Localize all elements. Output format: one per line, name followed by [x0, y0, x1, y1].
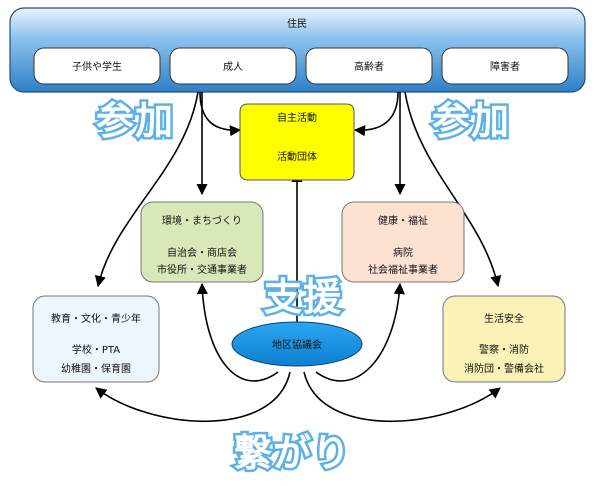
health-org-2: 社会福祉事業者 — [368, 263, 438, 276]
resident-group-label: 成人 — [223, 61, 243, 73]
arrow-adults-to-self-activity — [199, 91, 242, 137]
connector-arrows — [94, 91, 502, 423]
arrow-council-to-safety — [303, 371, 501, 423]
environment-org-1: 自治会・商店会 — [167, 246, 237, 259]
safety-title: 生活安全 — [484, 312, 524, 325]
education-org-1: 学校・PTA — [72, 343, 120, 356]
self-activity-title: 自主活動 — [277, 111, 317, 124]
arrow-council-to-health — [315, 282, 405, 382]
keyword-support: 支援 — [264, 275, 342, 319]
arrow-council-to-education — [95, 371, 291, 423]
residents-title: 住民 — [287, 17, 307, 30]
resident-group-children: 子供や学生 — [33, 47, 161, 85]
arrow-council-to-environment — [196, 282, 279, 382]
resident-group-label: 障害者 — [490, 60, 520, 73]
district-council: 地区協議会 — [231, 321, 363, 367]
safety-org-1: 警察・消防 — [479, 343, 529, 356]
arrow-elderly-to-self-activity — [353, 91, 399, 137]
keyword-labels: 参加 参加 支援 繋がり — [94, 97, 512, 478]
health-org-1: 病院 — [393, 246, 413, 259]
residents-band: 住民 子供や学生 成人 高齢者 障害者 — [9, 7, 586, 93]
resident-group-adults: 成人 — [169, 47, 297, 85]
resident-group-disabled: 障害者 — [441, 47, 569, 85]
arrow-adults-to-education — [94, 91, 199, 288]
health-box: 健康・福祉 病院 社会福祉事業者 — [341, 201, 465, 283]
safety-box: 生活安全 警察・消防 消防団・警備会社 — [442, 295, 566, 383]
education-title: 教育・文化・青少年 — [51, 312, 141, 325]
resident-group-label: 子供や学生 — [72, 60, 122, 73]
resident-group-label: 高齢者 — [354, 60, 384, 73]
keyword-participation-left: 参加 — [96, 99, 174, 143]
education-org-2: 幼稚園・保育園 — [61, 362, 131, 375]
education-box: 教育・文化・青少年 学校・PTA 幼稚園・保育園 — [32, 295, 160, 383]
safety-org-2: 消防団・警備会社 — [464, 362, 544, 375]
self-activity-box: 自主活動 活動団体 — [239, 103, 355, 181]
environment-title: 環境・まちづくり — [162, 214, 242, 227]
keyword-connection: 繋がり — [234, 431, 351, 475]
resident-group-elderly: 高齢者 — [305, 47, 433, 85]
district-council-label: 地区協議会 — [272, 338, 322, 351]
keyword-participation-right: 参加 — [432, 99, 510, 143]
environment-org-2: 市役所・交通事業者 — [157, 263, 247, 276]
health-title: 健康・福祉 — [378, 214, 428, 227]
self-activity-groups: 活動団体 — [277, 150, 317, 163]
arrow-elderly-to-safety — [404, 91, 502, 288]
environment-box: 環境・まちづくり 自治会・商店会 市役所・交通事業者 — [140, 201, 264, 283]
